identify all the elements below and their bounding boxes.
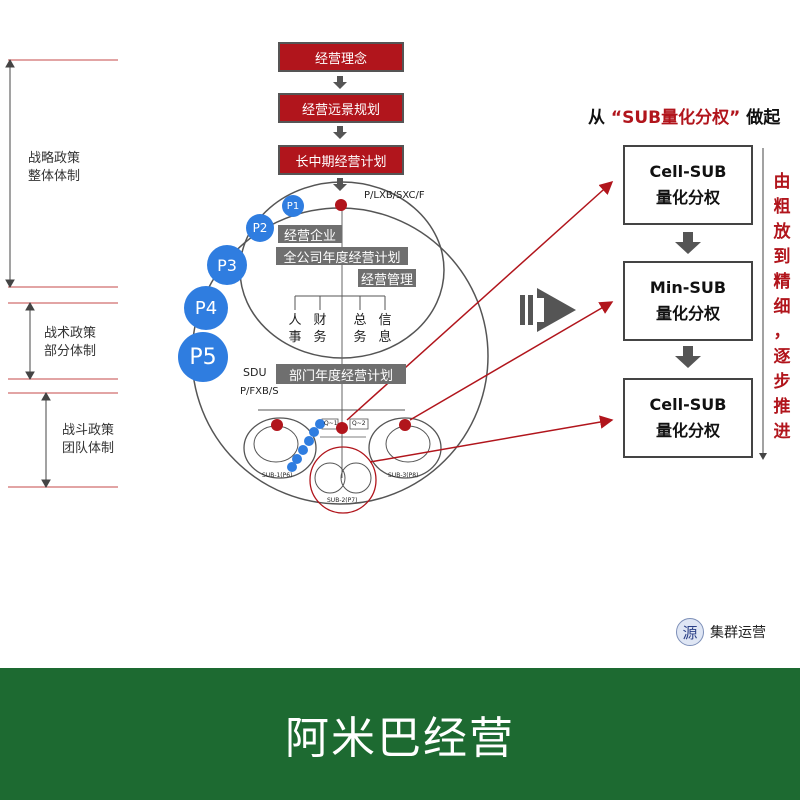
logo-text: 集群运营 (710, 625, 766, 641)
mini-box-2 (349, 418, 369, 430)
tier-tactical-label: 战术政策 部分体制 (44, 325, 96, 361)
progression-vertical-text: 由 粗 放 到 精 细 ， 逐 步 推 进 (770, 170, 794, 445)
p3-circle: P3 (207, 245, 247, 285)
tier-tactical-line1: 战术政策 (44, 326, 97, 341)
philosophy-box: 经营理念 (278, 42, 404, 72)
annual-plan-box: 全公司年度经营计划 (276, 247, 408, 266)
vchar: 细 (773, 297, 791, 317)
mini-label-1: Q~1 (324, 420, 338, 427)
enterprise-box: 经营企业 (278, 225, 342, 244)
box-mid-line1: Min-SUB (649, 278, 727, 297)
footer-title: 阿米巴经营 (285, 713, 515, 764)
vchar: 推 (773, 397, 791, 417)
p4-circle: P4 (184, 286, 228, 330)
tier-strategic-line1: 战略政策 (28, 151, 81, 166)
cell-sub-box-top: Cell-SUB 量化分权 (623, 145, 753, 225)
sub-2-inner-left (314, 462, 346, 494)
heading-prefix: 从 (588, 108, 605, 128)
vchar: 放 (773, 222, 791, 242)
flow-down-arrows (333, 76, 347, 191)
big-arrow-icon (520, 288, 576, 332)
dept-finance: 财务 (313, 313, 327, 345)
p1-circle: P1 (282, 195, 304, 217)
blue-chain-dots (287, 419, 325, 472)
red-dots (271, 199, 411, 434)
tier-span-arrows (5, 58, 51, 489)
sub-2-label: SUB-2(P7) (327, 497, 358, 504)
box-bottom-line1: Cell-SUB (649, 395, 727, 414)
tier-strategic-line2: 整体体制 (28, 169, 81, 184)
vchar: 进 (773, 422, 791, 442)
sub-3-label: SUB-3(P8) (388, 472, 419, 479)
cell-sub-box-bottom: Cell-SUB 量化分权 (623, 378, 753, 458)
box-mid-line2: 量化分权 (655, 304, 720, 323)
right-panel-lines (675, 148, 767, 460)
vchar: 到 (773, 247, 791, 267)
box-bottom-line2: 量化分权 (655, 421, 720, 440)
vchar: 由 (773, 172, 791, 192)
tier-tactical-line2: 部分体制 (44, 344, 97, 359)
department-tree (294, 295, 386, 310)
tier-combat-line1: 战斗政策 (62, 423, 115, 438)
tier-combat-label: 战斗政策 团队体制 (62, 422, 114, 458)
tier-combat-line2: 团队体制 (62, 441, 115, 456)
vchar: 精 (773, 272, 791, 292)
plan-code-label: P/LXB/SXC/F (364, 190, 425, 201)
p5-circle: P5 (178, 332, 228, 382)
tier-dividers (8, 59, 118, 488)
right-heading: 从 “SUB量化分权” 做起 (588, 103, 780, 128)
tier-strategic-label: 战略政策 整体体制 (28, 150, 80, 186)
footer-banner: 阿米巴经营 (0, 668, 800, 800)
dept-general-affairs: 总务 (353, 313, 367, 345)
sdu-label: SDU (243, 366, 267, 379)
logo-badge-icon: 源 (676, 618, 704, 646)
dept-plan-box: 部门年度经营计划 (276, 364, 406, 384)
box-top-line2: 量化分权 (655, 188, 720, 207)
sub-3-ellipse (368, 417, 442, 479)
vchar: 步 (773, 372, 791, 392)
heading-suffix: 做起 (746, 108, 781, 128)
management-box: 经营管理 (358, 269, 416, 288)
sub-2-circle (309, 446, 377, 514)
heading-quote: “SUB量化分权” (610, 108, 741, 128)
long-mid-plan-box: 长中期经营计划 (278, 145, 404, 175)
sub-2-inner-right (340, 462, 372, 494)
dept-information: 信息 (378, 313, 392, 345)
box-top-line1: Cell-SUB (649, 162, 727, 181)
dept-code-label: P/FXB/S (240, 386, 279, 397)
min-sub-box: Min-SUB 量化分权 (623, 261, 753, 341)
vchar: 粗 (773, 197, 791, 217)
brand-logo: 源 集群运营 (676, 618, 766, 646)
sub-1-label: SUB-1(P6) (262, 472, 293, 479)
dept-hr: 人事 (288, 313, 302, 345)
vision-plan-box: 经营远景规划 (278, 93, 404, 123)
vchar: 逐 (773, 347, 791, 367)
vchar: ， (773, 322, 791, 342)
mini-label-2: Q~2 (352, 420, 366, 427)
p2-circle: P2 (246, 214, 274, 242)
